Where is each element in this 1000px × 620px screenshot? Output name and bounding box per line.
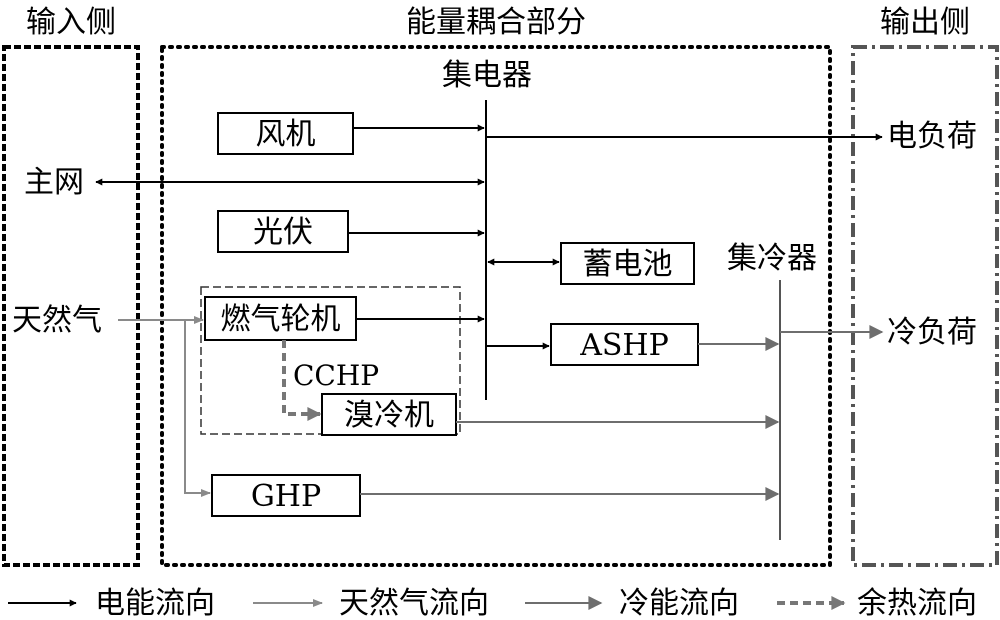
legend-cooling-label: 冷能流向 (619, 586, 739, 620)
ashp-box (550, 323, 699, 366)
turbine-box (204, 296, 357, 341)
grid-label: 主网 (24, 165, 84, 200)
chiller-box (321, 393, 457, 436)
ghp-label: GHP (251, 479, 321, 514)
turbine-label: 燃气轮机 (221, 302, 341, 337)
legend-gas-label: 天然气流向 (339, 586, 489, 620)
battery-label: 蓄电池 (583, 247, 673, 282)
gas-to-ghp-arrow (184, 320, 211, 497)
output-section-title: 输出侧 (880, 5, 970, 40)
wind-box (217, 112, 354, 155)
coupling-section-border (160, 45, 832, 567)
wind-label: 风机 (256, 117, 316, 152)
legend-heat-label: 余热流向 (857, 586, 977, 620)
pv-box (217, 210, 349, 253)
cooling-bus-label: 集冷器 (727, 241, 817, 276)
ghp-box (211, 474, 361, 517)
gas-label: 天然气 (12, 303, 102, 338)
ashp-label: ASHP (579, 328, 669, 363)
electric-bus-label: 集电器 (442, 58, 532, 93)
elec-load-label: 电负荷 (887, 119, 977, 154)
battery-box (560, 242, 695, 285)
legend: 电能流向 天然气流向 冷能流向 余热流向 (8, 586, 977, 620)
cchp-label: CCHP (293, 359, 379, 392)
output-section-border (851, 45, 999, 567)
turbine-to-chiller-heat-arrow (282, 340, 322, 421)
input-section-title: 输入侧 (26, 5, 116, 40)
cool-load-label: 冷负荷 (887, 315, 977, 350)
legend-electric-label: 电能流向 (95, 586, 215, 620)
chiller-label: 溴冷机 (344, 398, 434, 433)
coupling-section-title: 能量耦合部分 (406, 5, 586, 40)
pv-label: 光伏 (253, 215, 313, 250)
input-section-border (2, 45, 140, 567)
